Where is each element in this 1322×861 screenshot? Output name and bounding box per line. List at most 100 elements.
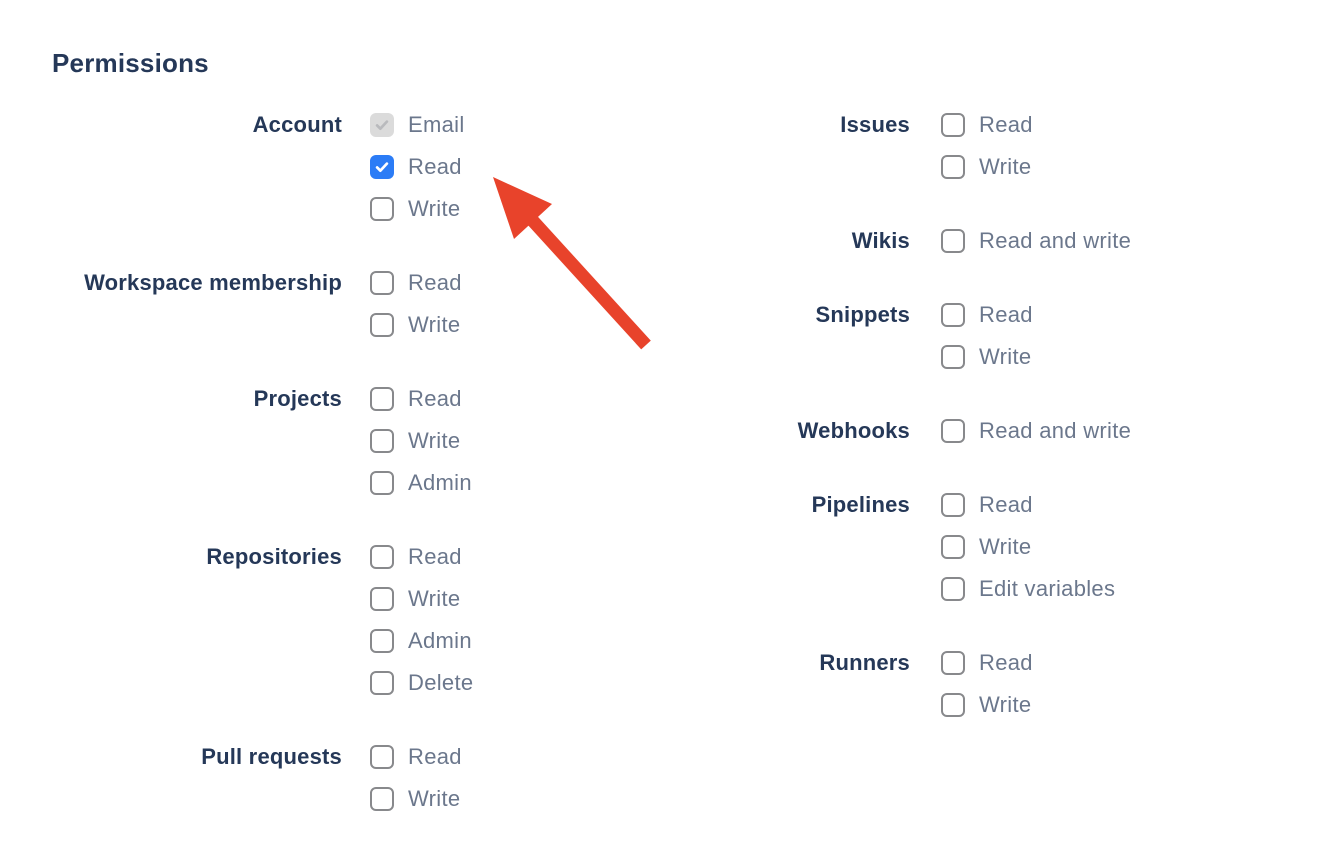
- checkbox-label[interactable]: Read: [408, 154, 462, 179]
- checkbox-label[interactable]: Admin: [408, 628, 472, 653]
- wikis-read-and-write-checkbox[interactable]: [941, 229, 965, 253]
- repositories-admin-checkbox[interactable]: [370, 629, 394, 653]
- pull-requests-read-checkbox[interactable]: [370, 745, 394, 769]
- checkbox-label[interactable]: Read and write: [979, 418, 1132, 443]
- group-label: Wikis: [851, 228, 910, 253]
- permission-option: Read and write: [941, 228, 1132, 253]
- account-read-checkbox[interactable]: [370, 155, 394, 179]
- checkbox-label[interactable]: Write: [408, 786, 461, 811]
- checkbox-label[interactable]: Edit variables: [979, 576, 1116, 601]
- workspace-membership-write-checkbox[interactable]: [370, 313, 394, 337]
- group-label: Issues: [840, 112, 910, 137]
- runners-read-checkbox[interactable]: [941, 651, 965, 675]
- permission-option: Read: [941, 492, 1115, 517]
- group-label: Repositories: [206, 544, 342, 569]
- permission-option: Read: [370, 386, 472, 411]
- group-label: Runners: [819, 650, 910, 675]
- checkbox-label[interactable]: Write: [408, 586, 461, 611]
- checkbox-label[interactable]: Email: [408, 112, 465, 137]
- checkbox-label[interactable]: Read: [408, 544, 462, 569]
- checkbox-label[interactable]: Read: [408, 386, 462, 411]
- checkbox-label[interactable]: Read: [979, 650, 1033, 675]
- projects-write-checkbox[interactable]: [370, 429, 394, 453]
- permission-option: Read: [370, 744, 462, 769]
- options-list: Read and write: [941, 228, 1132, 271]
- checkmark-icon: [373, 158, 391, 176]
- checkbox-label[interactable]: Write: [408, 312, 461, 337]
- permission-option: Delete: [370, 670, 474, 695]
- permission-option: Read: [941, 650, 1033, 675]
- checkbox-label[interactable]: Write: [979, 692, 1032, 717]
- account-write-checkbox[interactable]: [370, 197, 394, 221]
- permission-option: Write: [370, 196, 465, 221]
- checkbox-label[interactable]: Write: [408, 196, 461, 221]
- checkbox-label[interactable]: Read: [979, 112, 1033, 137]
- permission-option: Read: [370, 544, 473, 569]
- checkbox-label[interactable]: Read: [408, 270, 462, 295]
- options-list: Read and write: [941, 418, 1132, 461]
- permission-option: Email: [370, 112, 465, 137]
- permission-option: Read: [370, 270, 462, 295]
- checkbox-label[interactable]: Write: [979, 154, 1032, 179]
- permission-option: Write: [941, 534, 1115, 559]
- projects-read-checkbox[interactable]: [370, 387, 394, 411]
- account-email-checkbox: [370, 113, 394, 137]
- checkmark-icon: [373, 116, 391, 134]
- permission-option: Read: [370, 154, 465, 179]
- permission-option: Write: [941, 154, 1033, 179]
- group-label: Snippets: [815, 302, 910, 327]
- checkbox-label[interactable]: Write: [408, 428, 461, 453]
- repositories-delete-checkbox[interactable]: [370, 671, 394, 695]
- checkbox-label[interactable]: Delete: [408, 670, 474, 695]
- permission-option: Write: [370, 786, 462, 811]
- repositories-write-checkbox[interactable]: [370, 587, 394, 611]
- group-label: Webhooks: [797, 418, 910, 443]
- webhooks-read-and-write-checkbox[interactable]: [941, 419, 965, 443]
- checkbox-label[interactable]: Write: [979, 344, 1032, 369]
- pull-requests-write-checkbox[interactable]: [370, 787, 394, 811]
- repositories-read-checkbox[interactable]: [370, 545, 394, 569]
- snippets-read-checkbox[interactable]: [941, 303, 965, 327]
- checkbox-label[interactable]: Read and write: [979, 228, 1132, 253]
- page-title: Permissions: [52, 48, 209, 78]
- projects-admin-checkbox[interactable]: [370, 471, 394, 495]
- issues-write-checkbox[interactable]: [941, 155, 965, 179]
- group-label: Pull requests: [201, 744, 342, 769]
- checkbox-label[interactable]: Read: [979, 492, 1033, 517]
- permission-option: Write: [370, 312, 462, 337]
- checkbox-label[interactable]: Admin: [408, 470, 472, 495]
- permission-option: Edit variables: [941, 576, 1116, 601]
- issues-read-checkbox[interactable]: [941, 113, 965, 137]
- runners-write-checkbox[interactable]: [941, 693, 965, 717]
- pipelines-write-checkbox[interactable]: [941, 535, 965, 559]
- group-label: Projects: [253, 386, 342, 411]
- snippets-write-checkbox[interactable]: [941, 345, 965, 369]
- group-label: Account: [252, 112, 342, 137]
- permission-option: Read: [941, 302, 1033, 327]
- permission-option: Read and write: [941, 418, 1132, 443]
- permission-option: Admin: [370, 628, 473, 653]
- permission-option: Write: [370, 428, 472, 453]
- checkbox-label[interactable]: Read: [979, 302, 1033, 327]
- workspace-membership-read-checkbox[interactable]: [370, 271, 394, 295]
- pipelines-read-checkbox[interactable]: [941, 493, 965, 517]
- checkbox-label[interactable]: Write: [979, 534, 1032, 559]
- permission-option: Write: [370, 586, 473, 611]
- checkbox-label[interactable]: Read: [408, 744, 462, 769]
- permission-group-webhooks: Webhooks Read and write: [600, 418, 1132, 461]
- pipelines-edit-variables-checkbox[interactable]: [941, 577, 965, 601]
